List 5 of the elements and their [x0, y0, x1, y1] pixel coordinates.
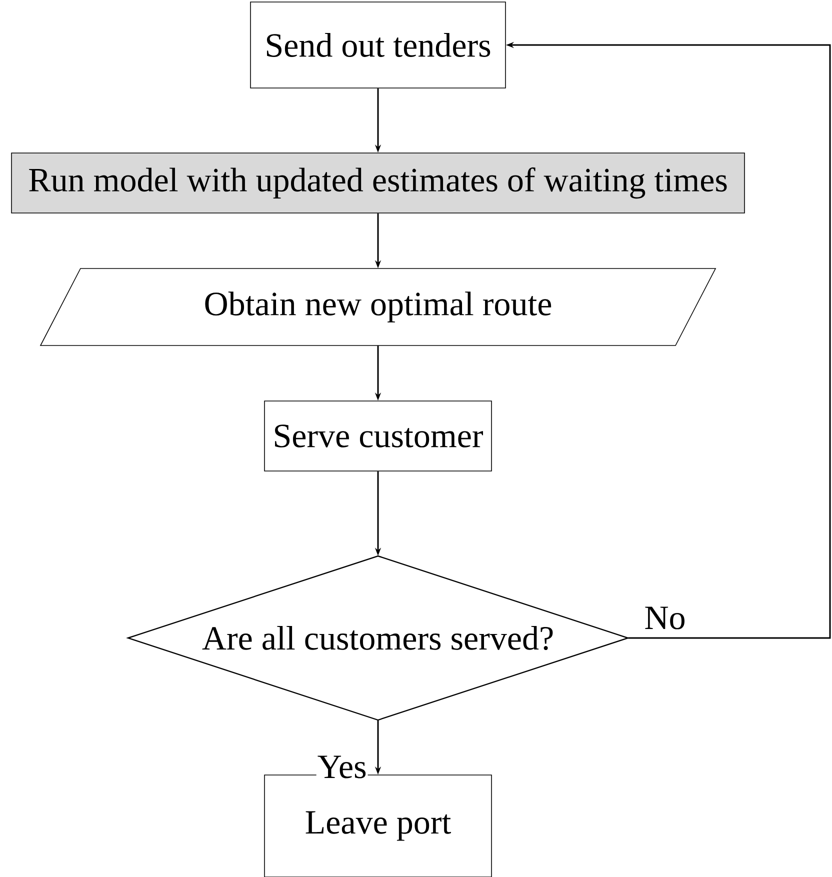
edge-label: Yes — [316, 754, 368, 780]
process-box: Send out tenders — [250, 2, 506, 88]
edge-label: No — [643, 606, 687, 630]
process-box: Run model with updated estimates of waiting times — [11, 152, 745, 214]
process-box: Serve customer — [264, 400, 492, 472]
